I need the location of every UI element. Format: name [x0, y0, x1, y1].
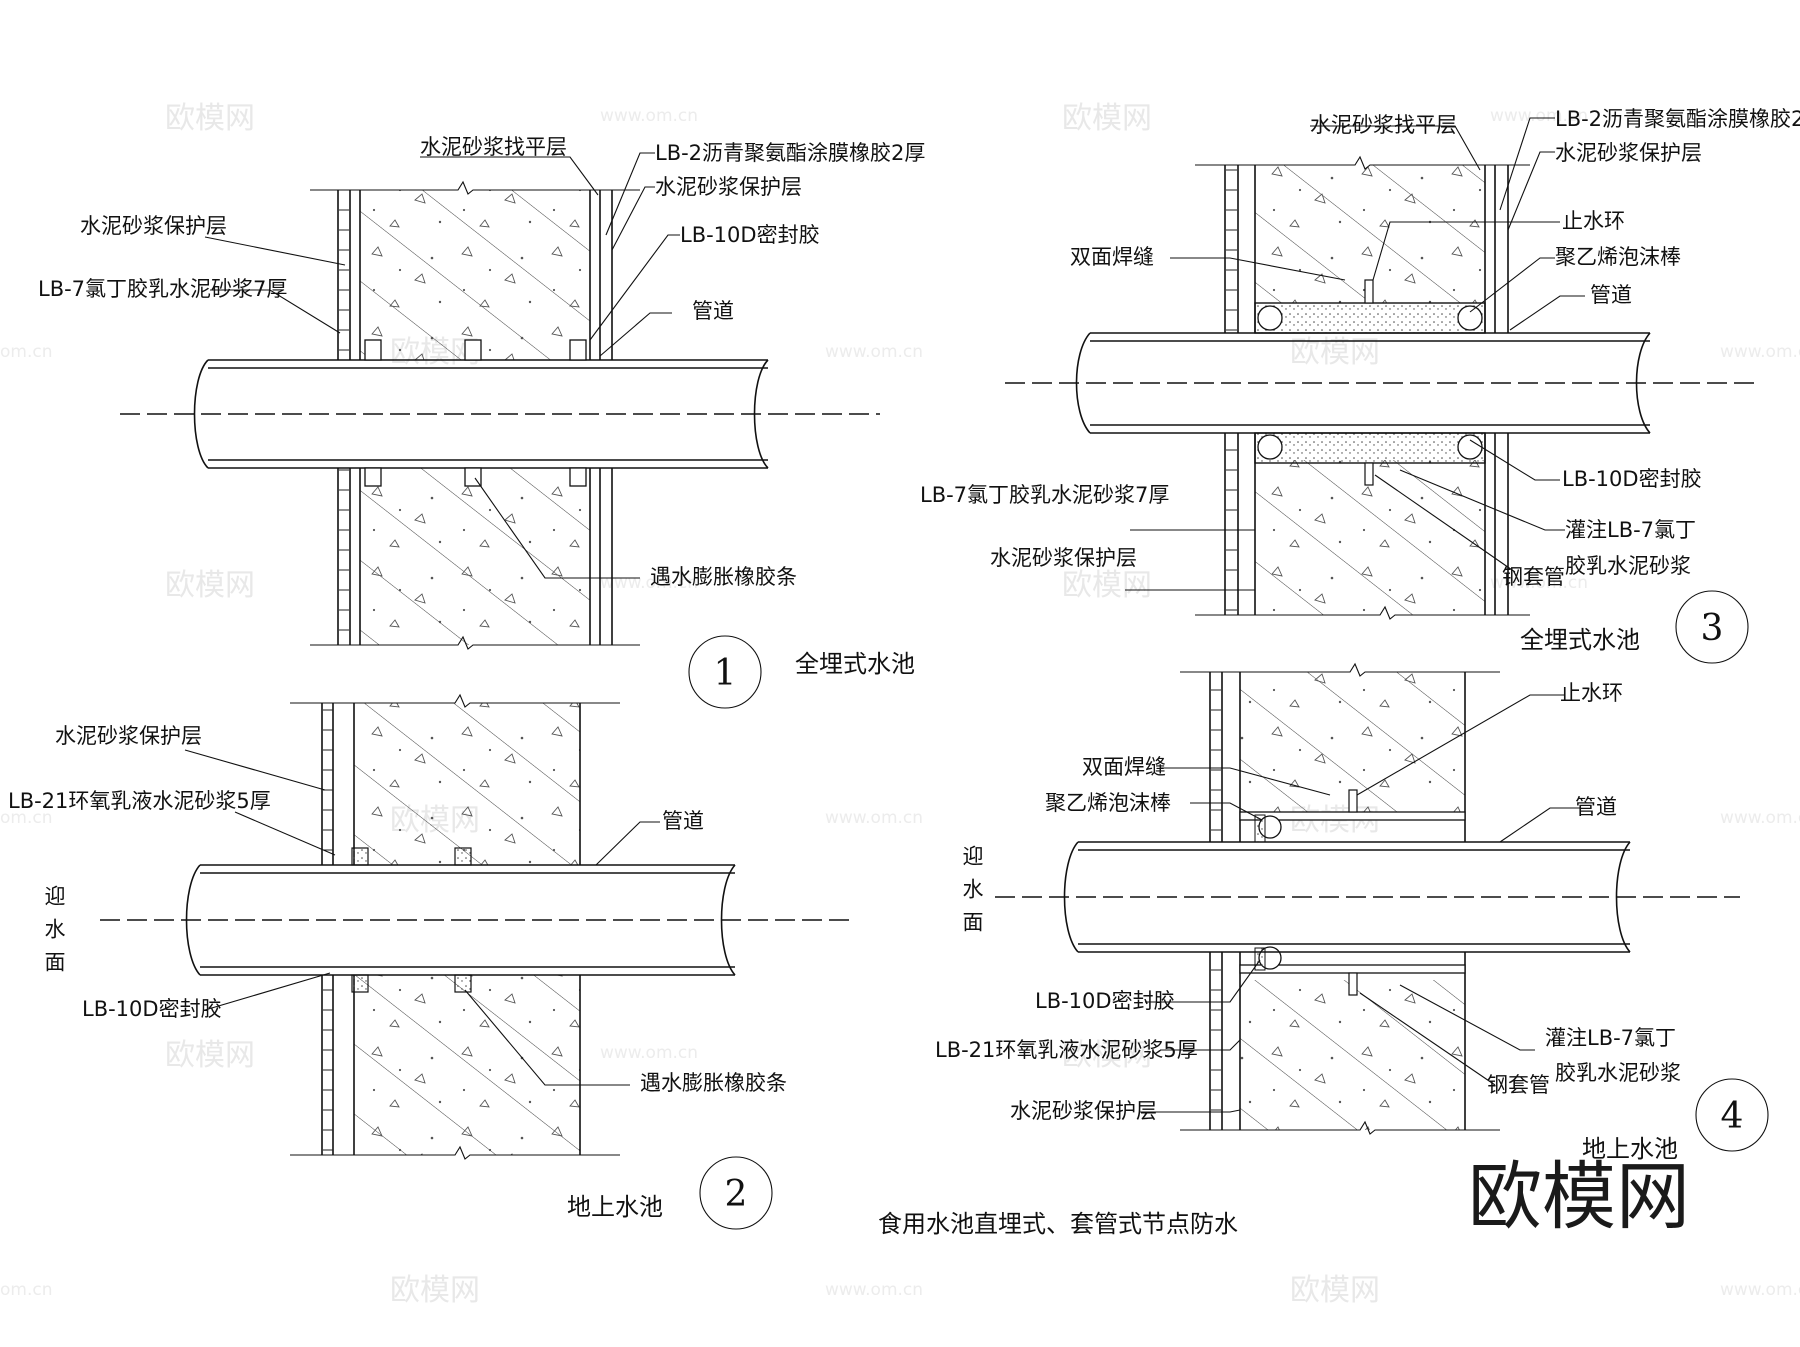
detail-2: 水泥砂浆保护层 LB-21环氧乳液水泥砂浆5厚 管道 迎水面 LB-10D密封胶…	[8, 693, 850, 1230]
label-pipe: 管道	[692, 299, 734, 323]
detail-number-circle	[1695, 1078, 1769, 1152]
watermark-logo: 欧模网	[1062, 101, 1152, 136]
label-grout-1: 灌注LB-7氯丁	[1545, 1026, 1676, 1050]
label-protect: 水泥砂浆保护层	[1010, 1099, 1157, 1123]
drawing-title: 食用水池直埋式、套管式节点防水	[878, 1210, 1238, 1238]
pipe	[208, 359, 768, 469]
watermark-url: www.om.cn	[1720, 342, 1800, 362]
watermark-url: www.om.cn	[825, 1280, 923, 1300]
label-epoxy: LB-21环氧乳液水泥砂浆5厚	[8, 789, 271, 813]
label-mortar: LB-7氯丁胶乳水泥砂浆7厚	[920, 483, 1169, 507]
label-pipe: 管道	[1590, 283, 1632, 307]
watermark-logo: 欧模网	[165, 1038, 255, 1073]
watermark-url: www.om.cn	[600, 106, 698, 126]
label-pipe: 管道	[1575, 795, 1617, 819]
steel-sleeve	[1254, 302, 1486, 334]
watermark-logo: 欧模网	[165, 101, 255, 136]
detail-number: 3	[1701, 608, 1724, 649]
label-weld: 双面焊缝	[1082, 755, 1166, 779]
break-line	[290, 693, 620, 708]
break-line	[1195, 155, 1530, 170]
watermark-url: om.cn	[0, 342, 53, 362]
detail-caption: 地上水池	[567, 1193, 663, 1221]
label-weld: 双面焊缝	[1070, 245, 1154, 269]
watermark-url: www.om.cn	[1720, 808, 1800, 828]
detail-caption: 全埋式水池	[1520, 626, 1640, 654]
label-sealant: LB-10D密封胶	[82, 997, 222, 1021]
water-ring	[1364, 279, 1374, 304]
label-water-ring: 止水环	[1560, 681, 1623, 705]
label-protect-right: 水泥砂浆保护层	[1555, 141, 1702, 165]
detail-4: 止水环 双面焊缝 聚乙烯泡沫棒 管道 迎水面 LB-10D密封胶 LB-21环氧…	[935, 662, 1769, 1163]
label-grout-1: 灌注LB-7氯丁	[1565, 518, 1696, 542]
detail-3: 水泥砂浆找平层 LB-2沥青聚氨酯涂膜橡胶2厚 水泥砂浆保护层 止水环 双面焊缝…	[920, 107, 1800, 664]
watermark-logo: 欧模网	[165, 568, 255, 603]
label-mortar: LB-7氯丁胶乳水泥砂浆7厚	[38, 277, 287, 301]
watermark-url: www.om.cn	[600, 1043, 698, 1063]
label-sealant: LB-10D密封胶	[1562, 467, 1702, 491]
water-ring	[1364, 462, 1374, 486]
pipe	[1078, 841, 1630, 953]
watermark-logo: 欧模网	[390, 1273, 480, 1308]
detail-number: 2	[725, 1174, 748, 1215]
label-sleeve: 钢套管	[1487, 1073, 1550, 1097]
detail-number: 4	[1721, 1096, 1744, 1137]
label-protect-right: 水泥砂浆保护层	[655, 175, 802, 199]
label-protect-left: 水泥砂浆保护层	[990, 546, 1137, 570]
watermark-url: www.om.cn	[1490, 106, 1588, 126]
detail-number-circle	[688, 635, 762, 709]
label-water-face: 迎水面	[42, 885, 66, 984]
brand-logo: 欧模网	[1468, 1154, 1690, 1240]
water-ring	[1348, 972, 1358, 996]
label-foam-rod: 聚乙烯泡沫棒	[1555, 245, 1681, 269]
label-water-face: 迎水面	[960, 845, 984, 944]
detail-number-circle	[1675, 590, 1749, 664]
detail-number: 1	[714, 653, 737, 694]
detail-number-circle	[699, 1156, 773, 1230]
label-coating: LB-2沥青聚氨酯涂膜橡胶2厚	[1555, 107, 1800, 131]
label-foam-rod: 聚乙烯泡沫棒	[1045, 791, 1171, 815]
break-line	[290, 1145, 620, 1160]
label-grout-2: 胶乳水泥砂浆	[1555, 1061, 1681, 1085]
label-grout-2: 胶乳水泥砂浆	[1565, 554, 1691, 578]
label-swell-strip: 遇水膨胀橡胶条	[650, 565, 797, 589]
label-sealant: LB-10D密封胶	[680, 223, 820, 247]
watermark-url: www.om.cn	[1490, 573, 1588, 593]
watermark-url: www.om.cn	[825, 342, 923, 362]
watermark-url: www.om.cn	[1720, 1280, 1800, 1300]
break-line	[1180, 662, 1500, 677]
steel-sleeve	[1254, 432, 1486, 464]
label-protect-left: 水泥砂浆保护层	[80, 214, 227, 238]
watermark-url: www.om.cn	[825, 808, 923, 828]
watermark-logo: 欧模网	[1062, 1038, 1152, 1073]
label-sealant: LB-10D密封胶	[1035, 989, 1175, 1013]
break-line	[310, 180, 640, 195]
label-pipe: 管道	[662, 809, 704, 833]
label-epoxy: LB-21环氧乳液水泥砂浆5厚	[935, 1038, 1198, 1062]
label-protect: 水泥砂浆保护层	[55, 724, 202, 748]
label-sleeve: 钢套管	[1502, 565, 1565, 589]
break-line	[310, 635, 640, 650]
watermark-logo: 欧模网	[1062, 568, 1152, 603]
watermark-url: om.cn	[0, 1280, 53, 1300]
label-leveling: 水泥砂浆找平层	[1310, 113, 1457, 137]
pipe	[1090, 332, 1650, 434]
detail-caption: 全埋式水池	[795, 650, 915, 678]
break-line	[1195, 605, 1530, 620]
water-ring	[1348, 789, 1358, 813]
detail-1: 水泥砂浆找平层 LB-2沥青聚氨酯涂膜橡胶2厚 水泥砂浆保护层 LB-10D密封…	[38, 135, 925, 709]
detail-caption: 地上水池	[1582, 1135, 1678, 1163]
watermark-logo: 欧模网	[1290, 1273, 1380, 1308]
watermark-url: om.cn	[0, 808, 53, 828]
label-swell-strip: 遇水膨胀橡胶条	[640, 1071, 787, 1095]
break-line	[1180, 1120, 1500, 1135]
label-water-ring: 止水环	[1562, 209, 1625, 233]
label-coating: LB-2沥青聚氨酯涂膜橡胶2厚	[655, 141, 925, 165]
label-leveling: 水泥砂浆找平层	[420, 135, 567, 159]
